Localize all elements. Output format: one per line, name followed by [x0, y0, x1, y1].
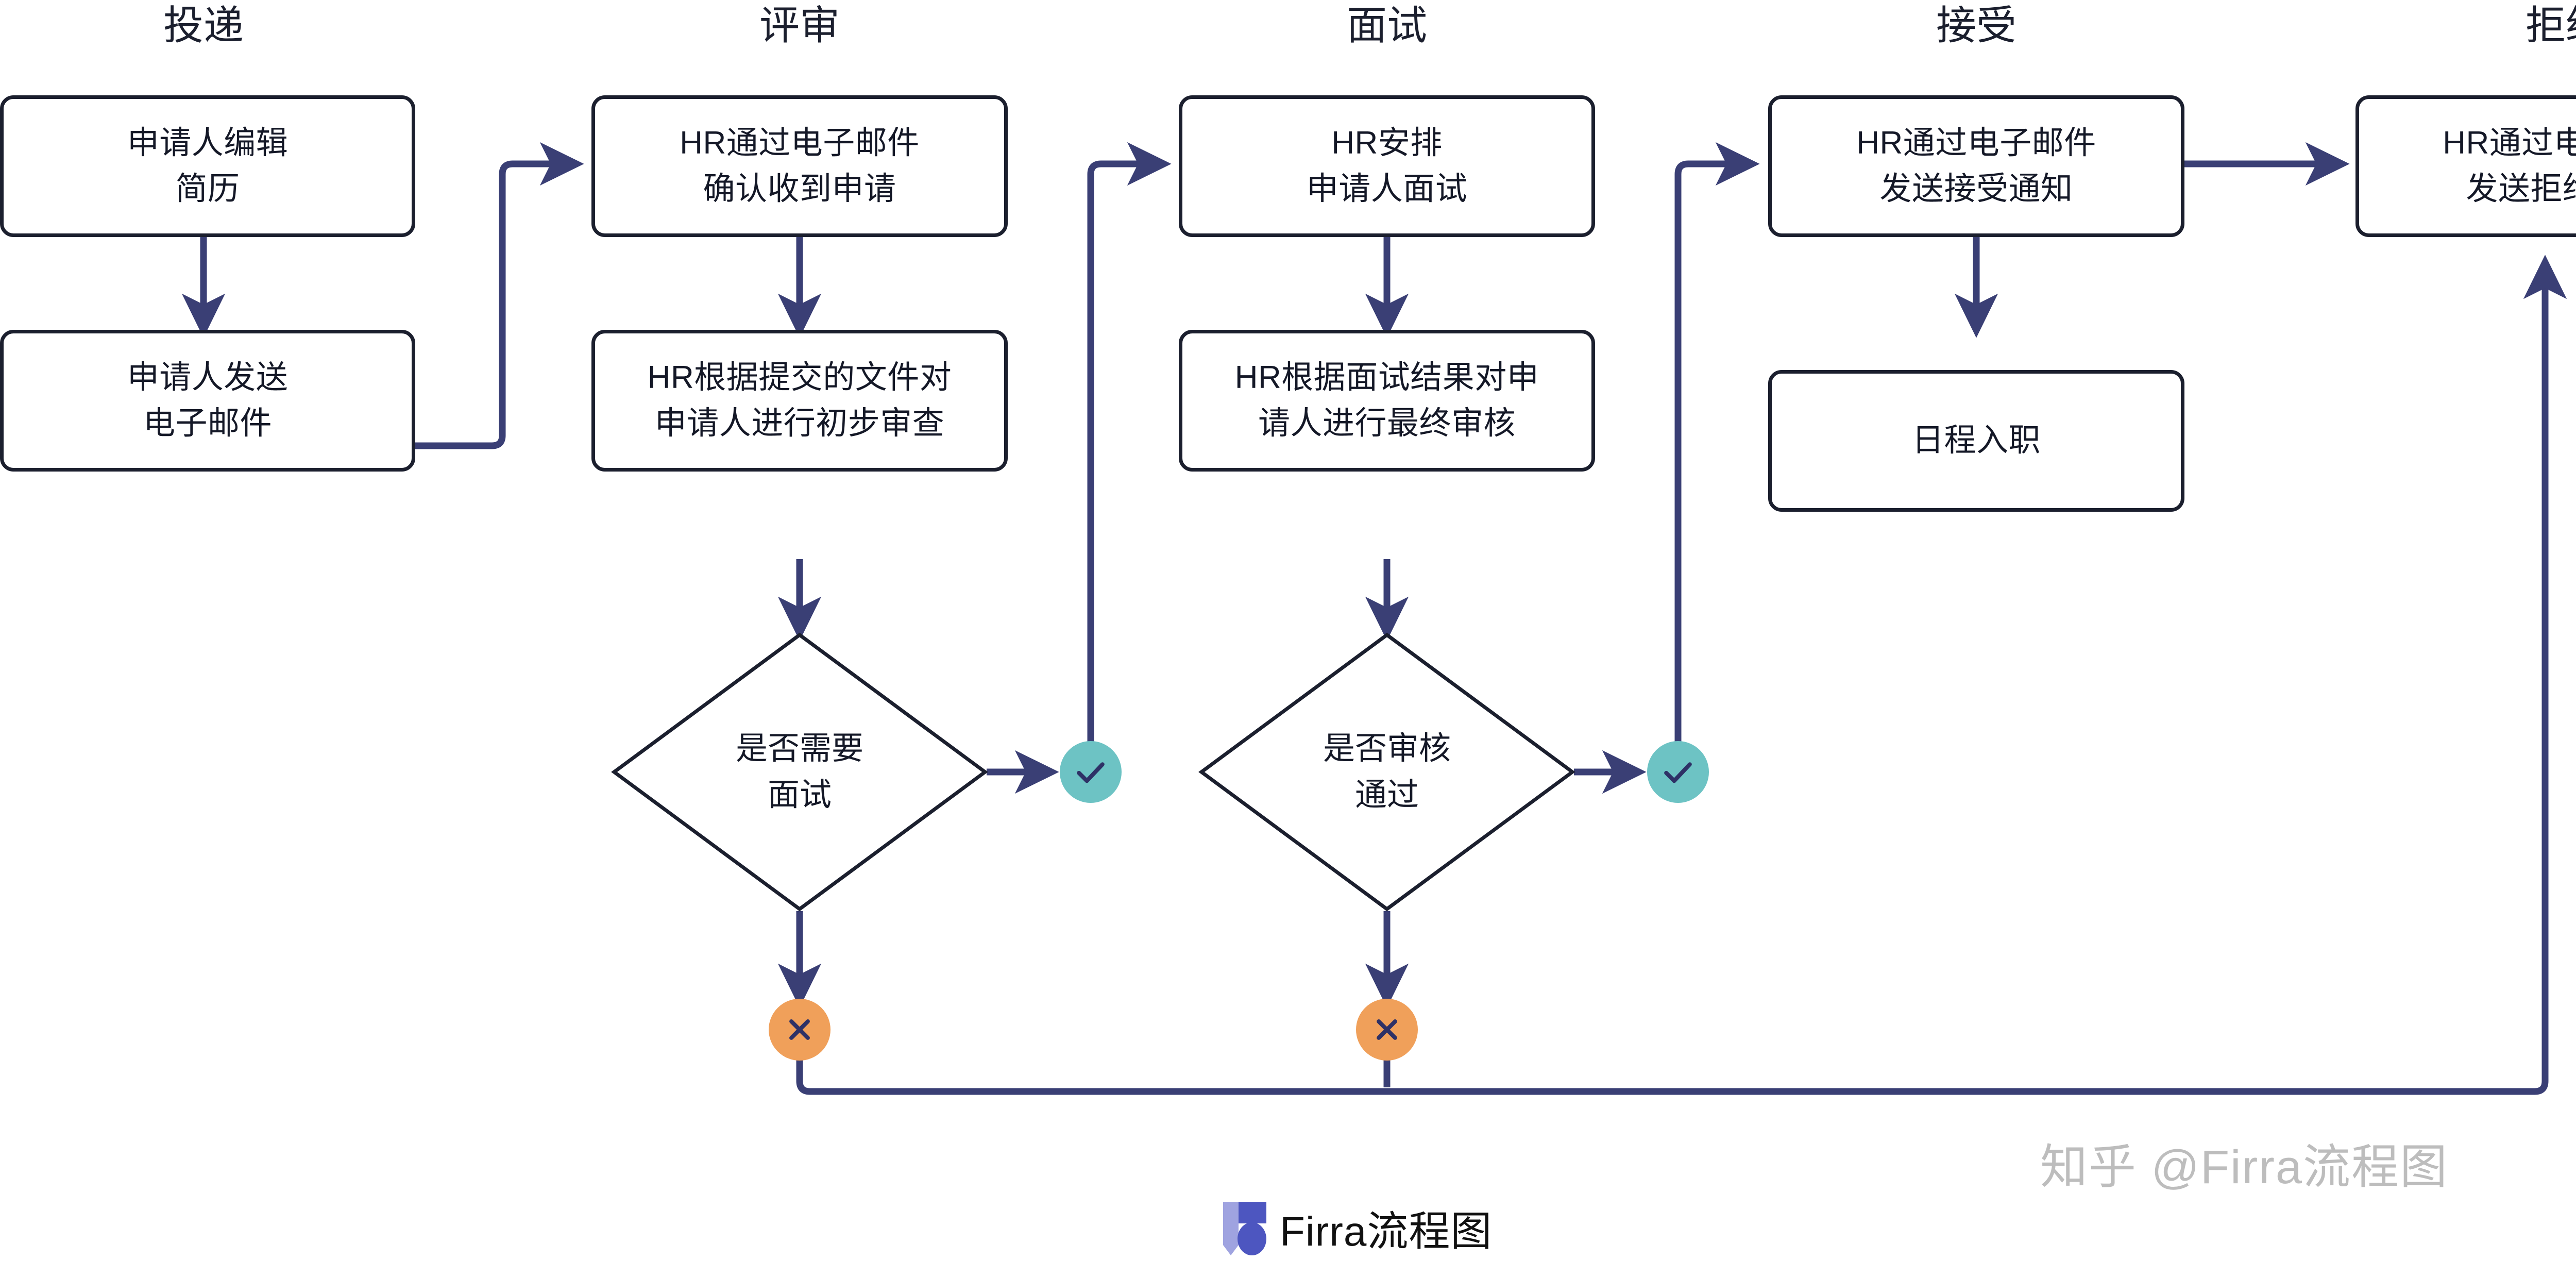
node-applicant-send-email[interactable]: 申请人发送 电子邮件 — [0, 330, 415, 472]
badge-approve-interview[interactable] — [1060, 741, 1122, 803]
node-hr-send-rejection[interactable]: HR通过电子邮件 发送拒绝通知 — [2355, 95, 2576, 237]
check-icon — [1664, 762, 1692, 783]
node-hr-final-review[interactable]: HR根据面试结果对申 请人进行最终审核 — [1179, 330, 1595, 472]
node-label: HR通过电子邮件 发送接受通知 — [1856, 125, 2096, 207]
site-watermark: 知乎 @Firra流程图 — [2040, 1141, 2449, 1194]
badge-reject-interview[interactable] — [769, 999, 831, 1061]
column-header-accept: 接受 — [1936, 3, 2017, 48]
node-label: 申请人编辑 简历 — [127, 125, 289, 207]
node-label: HR通过电子邮件 确认收到申请 — [680, 125, 920, 207]
node-label: HR根据面试结果对申 请人进行最终审核 — [1234, 360, 1539, 441]
node-applicant-edit-resume[interactable]: 申请人编辑 简历 — [0, 95, 415, 237]
node-label: 日程入职 — [1911, 423, 2041, 459]
node-hr-send-offer[interactable]: HR通过电子邮件 发送接受通知 — [1768, 95, 2184, 237]
firra-logo-icon — [1221, 1200, 1268, 1256]
firra-logo-glyph — [1223, 1202, 1266, 1255]
brand-logo: Firra流程图 — [1221, 1198, 1492, 1258]
brand-name: Firra流程图 — [1280, 1208, 1493, 1254]
column-header-submit: 投递 — [163, 3, 244, 48]
diamond-shape — [611, 632, 988, 912]
node-label: 申请人发送 电子邮件 — [127, 360, 289, 441]
decision-review-passed[interactable]: 是否审核 通过 — [1198, 632, 1575, 912]
node-hr-confirm-receipt[interactable]: HR通过电子邮件 确认收到申请 — [591, 95, 1008, 237]
badge-reject-final[interactable] — [1356, 999, 1418, 1061]
cross-icon — [789, 1019, 810, 1040]
column-header-reject: 拒绝 — [2525, 3, 2576, 48]
decision-needs-interview[interactable]: 是否需要 面试 — [611, 632, 988, 912]
column-header-interview: 面试 — [1346, 3, 1428, 48]
node-hr-schedule-interview[interactable]: HR安排 申请人面试 — [1179, 95, 1595, 237]
badge-approve-final[interactable] — [1647, 741, 1709, 803]
column-header-review: 评审 — [759, 3, 840, 48]
diamond-shape — [1198, 632, 1575, 912]
node-label: HR通过电子邮件 发送拒绝通知 — [2443, 125, 2576, 207]
node-schedule-onboarding[interactable]: 日程入职 — [1768, 370, 2184, 512]
check-icon — [1077, 762, 1105, 783]
node-hr-initial-review[interactable]: HR根据提交的文件对 申请人进行初步审查 — [591, 330, 1008, 472]
node-label: HR根据提交的文件对 申请人进行初步审查 — [647, 360, 952, 441]
cross-icon — [1377, 1019, 1397, 1040]
node-label: HR安排 申请人面试 — [1306, 125, 1468, 207]
